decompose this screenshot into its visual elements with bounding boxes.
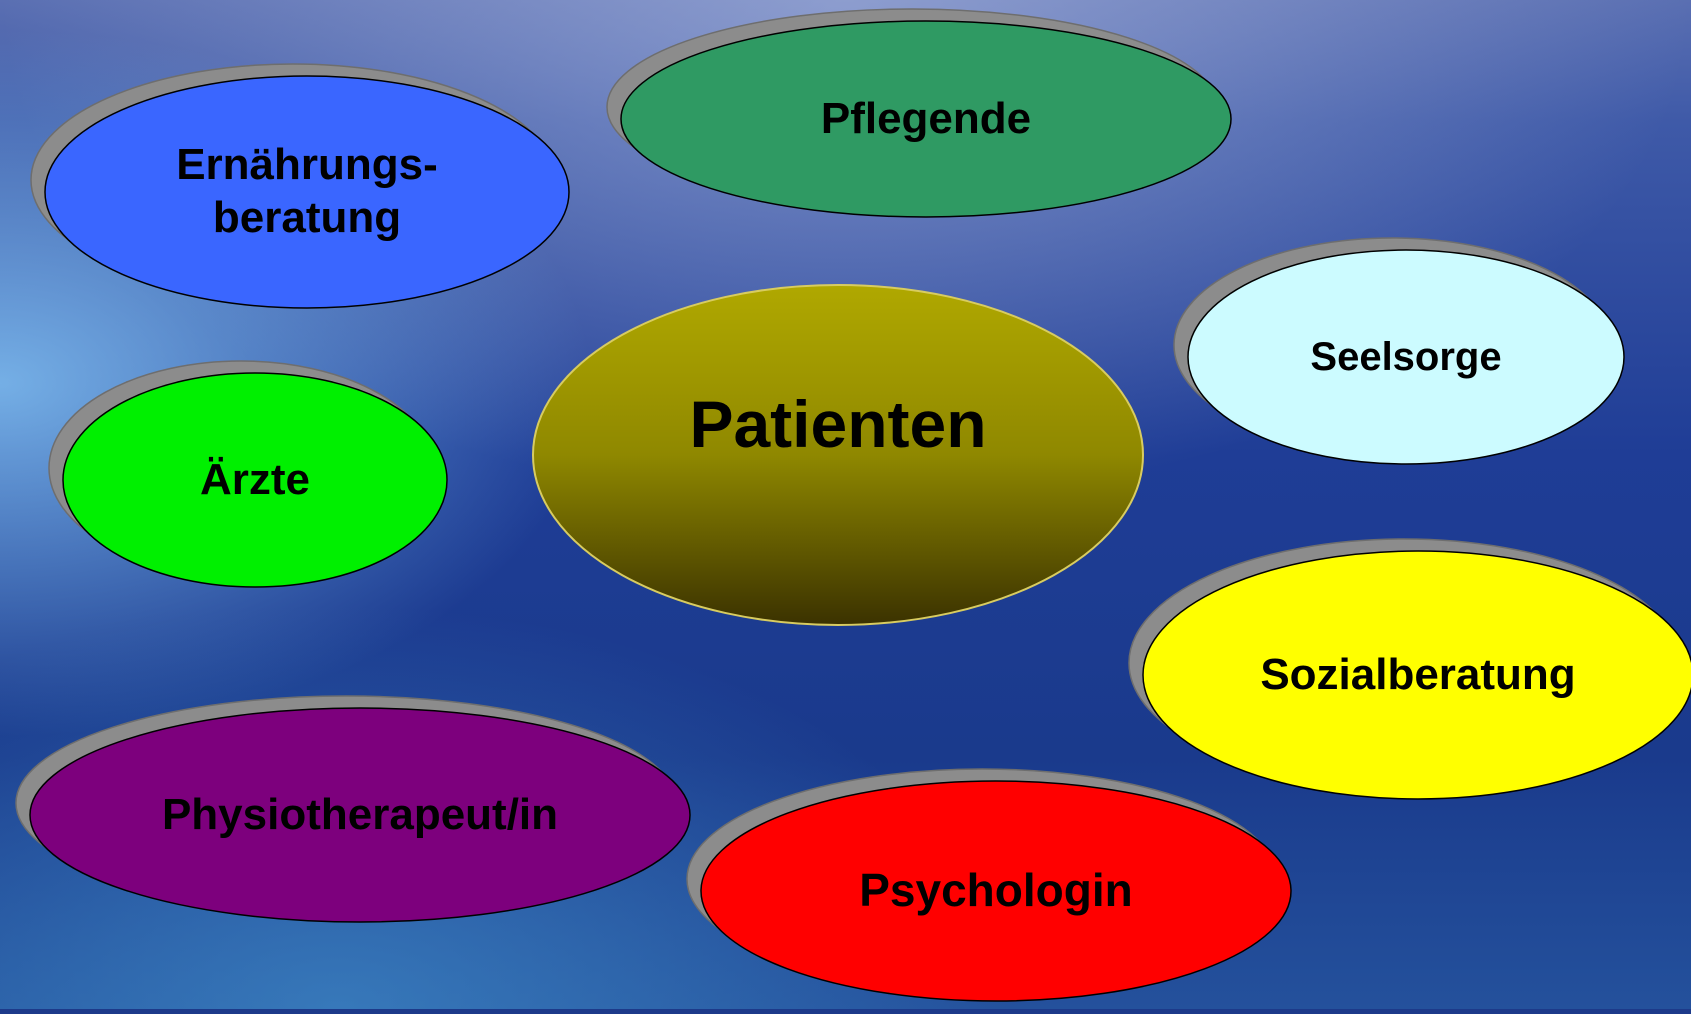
patienten-bubble [532,284,1144,626]
physio-bubble [29,707,691,923]
aerzte-label: Ärzte [199,454,311,504]
seelsorge-label: Seelsorge [1310,335,1502,379]
aerzte-bubble [62,372,448,588]
sozialberatung-bubble [1142,550,1691,800]
ernaehrung-label: Ernährungs- beratung [176,140,438,242]
physio-label: Physiotherapeut/in [161,789,559,839]
psychologin-bubble [700,780,1292,1002]
patienten-label: Patienten [689,387,987,462]
sozialberatung-label: Sozialberatung [1260,649,1576,699]
pflegende-label: Pflegende [820,93,1032,143]
pflegende-bubble [620,20,1232,218]
psychologin-label: Psychologin [859,864,1133,917]
seelsorge-bubble [1187,249,1625,465]
ernaehrung-bubble [44,75,570,309]
